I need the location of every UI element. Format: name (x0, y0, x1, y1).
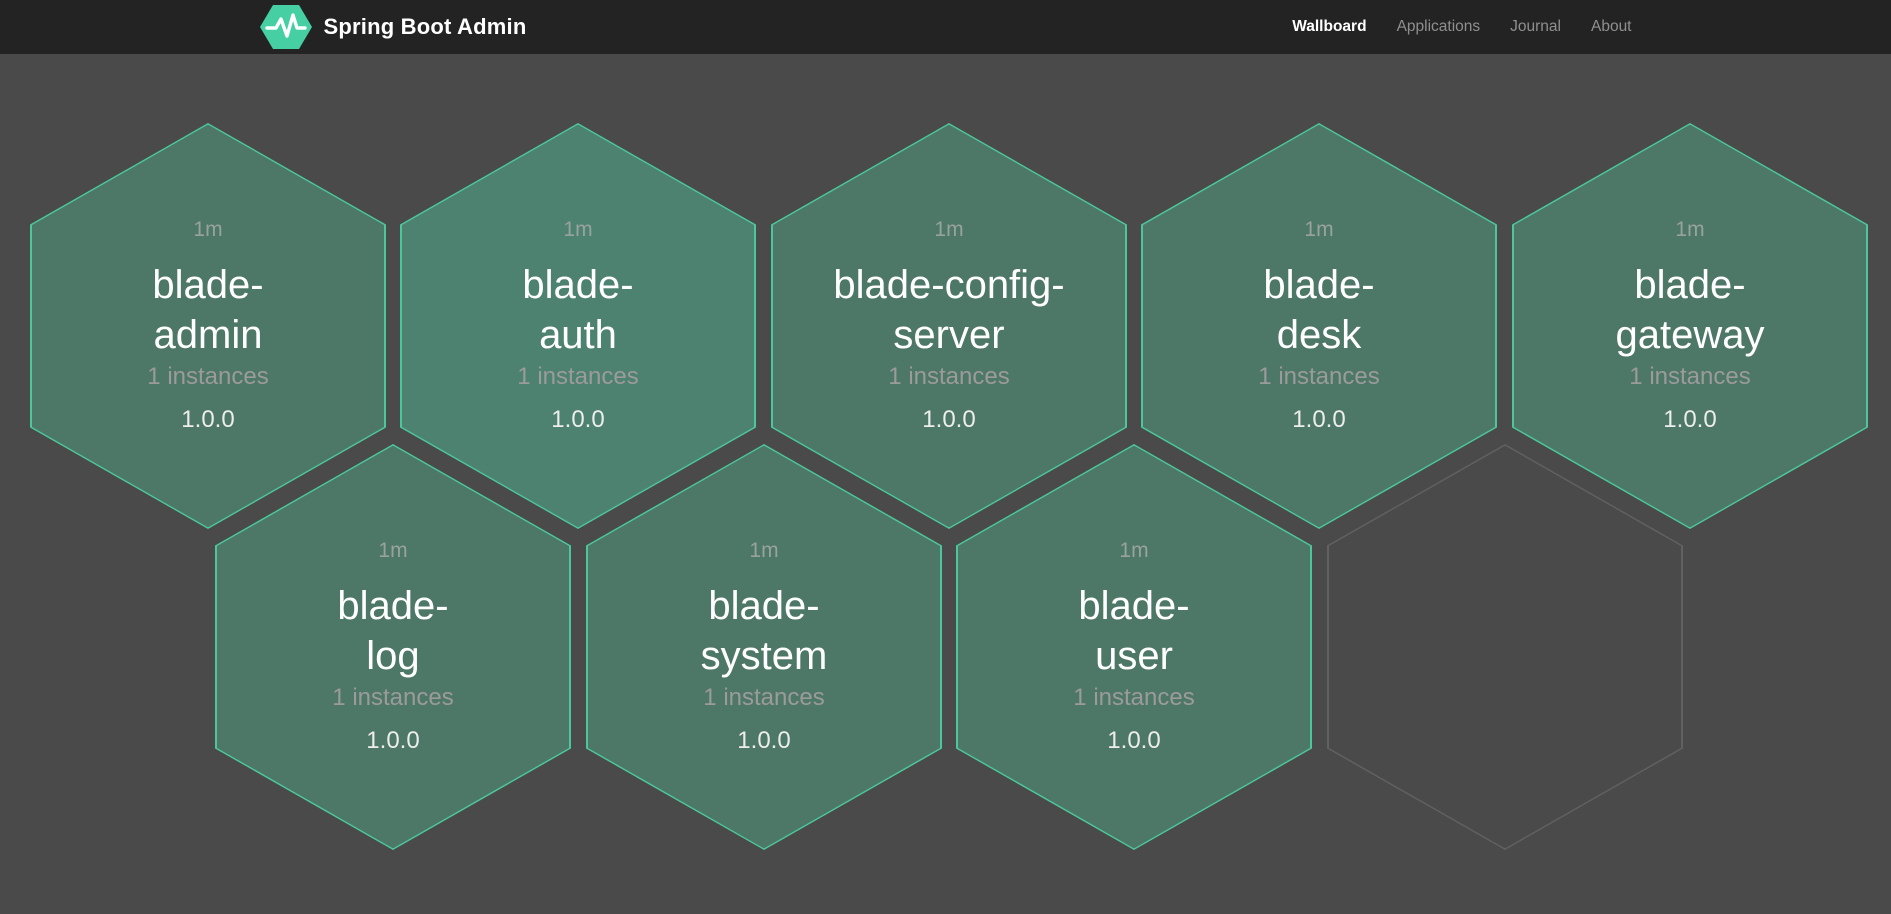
brand[interactable]: Spring Boot Admin (259, 5, 527, 49)
header: Spring Boot Admin Wallboard Applications… (0, 0, 1891, 54)
version-label: 1.0.0 (737, 727, 791, 754)
uptime-label: 1m (749, 539, 779, 562)
application-name: blade- desk (1263, 263, 1375, 357)
application-name: blade- system (700, 584, 828, 678)
application-hexagon-blade-desk[interactable]: 1m blade- desk 1 instances 1.0.0 (1141, 123, 1497, 529)
application-hexagon-blade-log[interactable]: 1m blade- log 1 instances 1.0.0 (215, 444, 571, 850)
hexagon-content: 1m blade- auth 1 instances 1.0.0 (401, 124, 755, 528)
uptime-label: 1m (193, 218, 223, 241)
version-label: 1.0.0 (181, 406, 235, 433)
main-nav: Wallboard Applications Journal About (1292, 18, 1631, 36)
application-hexagon-blade-system[interactable]: 1m blade- system 1 instances 1.0.0 (586, 444, 942, 850)
version-label: 1.0.0 (1292, 406, 1346, 433)
version-label: 1.0.0 (1107, 727, 1161, 754)
version-label: 1.0.0 (366, 727, 420, 754)
instances-label: 1 instances (1073, 684, 1195, 711)
hexagon-content: 1m blade-config- server 1 instances 1.0.… (772, 124, 1126, 528)
version-label: 1.0.0 (551, 406, 605, 433)
header-container: Spring Boot Admin Wallboard Applications… (259, 0, 1632, 54)
instances-label: 1 instances (332, 684, 454, 711)
instances-label: 1 instances (888, 363, 1010, 390)
uptime-label: 1m (1304, 218, 1334, 241)
wallboard-grid: 1m blade- admin 1 instances 1.0.0 1m bla… (0, 54, 1891, 914)
hexagon-content: 1m blade- admin 1 instances 1.0.0 (31, 124, 385, 528)
instances-label: 1 instances (147, 363, 269, 390)
uptime-label: 1m (378, 539, 408, 562)
application-name: blade-config- server (833, 263, 1065, 357)
empty-hexagon-content (1328, 445, 1682, 849)
version-label: 1.0.0 (922, 406, 976, 433)
application-name: blade- log (337, 584, 449, 678)
application-hexagon-blade-config-server[interactable]: 1m blade-config- server 1 instances 1.0.… (771, 123, 1127, 529)
hexagon-content: 1m blade- system 1 instances 1.0.0 (587, 445, 941, 849)
application-name: blade- auth (522, 263, 634, 357)
application-name: blade- admin (152, 263, 264, 357)
empty-hexagon-slot (1327, 444, 1683, 850)
nav-item-applications[interactable]: Applications (1396, 18, 1481, 35)
instances-label: 1 instances (1629, 363, 1751, 390)
brand-title: Spring Boot Admin (323, 14, 527, 39)
instances-label: 1 instances (703, 684, 825, 711)
version-label: 1.0.0 (1663, 406, 1717, 433)
instances-label: 1 instances (1258, 363, 1380, 390)
application-hexagon-blade-admin[interactable]: 1m blade- admin 1 instances 1.0.0 (30, 123, 386, 529)
nav-item-about[interactable]: About (1590, 18, 1632, 35)
uptime-label: 1m (934, 218, 964, 241)
nav-item-wallboard[interactable]: Wallboard (1292, 18, 1367, 35)
instances-label: 1 instances (517, 363, 639, 390)
uptime-label: 1m (563, 218, 593, 241)
hexagon-content: 1m blade- desk 1 instances 1.0.0 (1142, 124, 1496, 528)
spring-boot-admin-logo-icon (259, 5, 312, 49)
application-hexagon-blade-auth[interactable]: 1m blade- auth 1 instances 1.0.0 (400, 123, 756, 529)
hexagon-content: 1m blade- log 1 instances 1.0.0 (216, 445, 570, 849)
application-hexagon-blade-gateway[interactable]: 1m blade- gateway 1 instances 1.0.0 (1512, 123, 1868, 529)
uptime-label: 1m (1675, 218, 1705, 241)
hexagon-content: 1m blade- gateway 1 instances 1.0.0 (1513, 124, 1867, 528)
application-name: blade- user (1078, 584, 1190, 678)
hexagon-content: 1m blade- user 1 instances 1.0.0 (957, 445, 1311, 849)
application-name: blade- gateway (1615, 263, 1765, 357)
uptime-label: 1m (1119, 539, 1149, 562)
application-hexagon-blade-user[interactable]: 1m blade- user 1 instances 1.0.0 (956, 444, 1312, 850)
nav-item-journal[interactable]: Journal (1510, 18, 1561, 35)
